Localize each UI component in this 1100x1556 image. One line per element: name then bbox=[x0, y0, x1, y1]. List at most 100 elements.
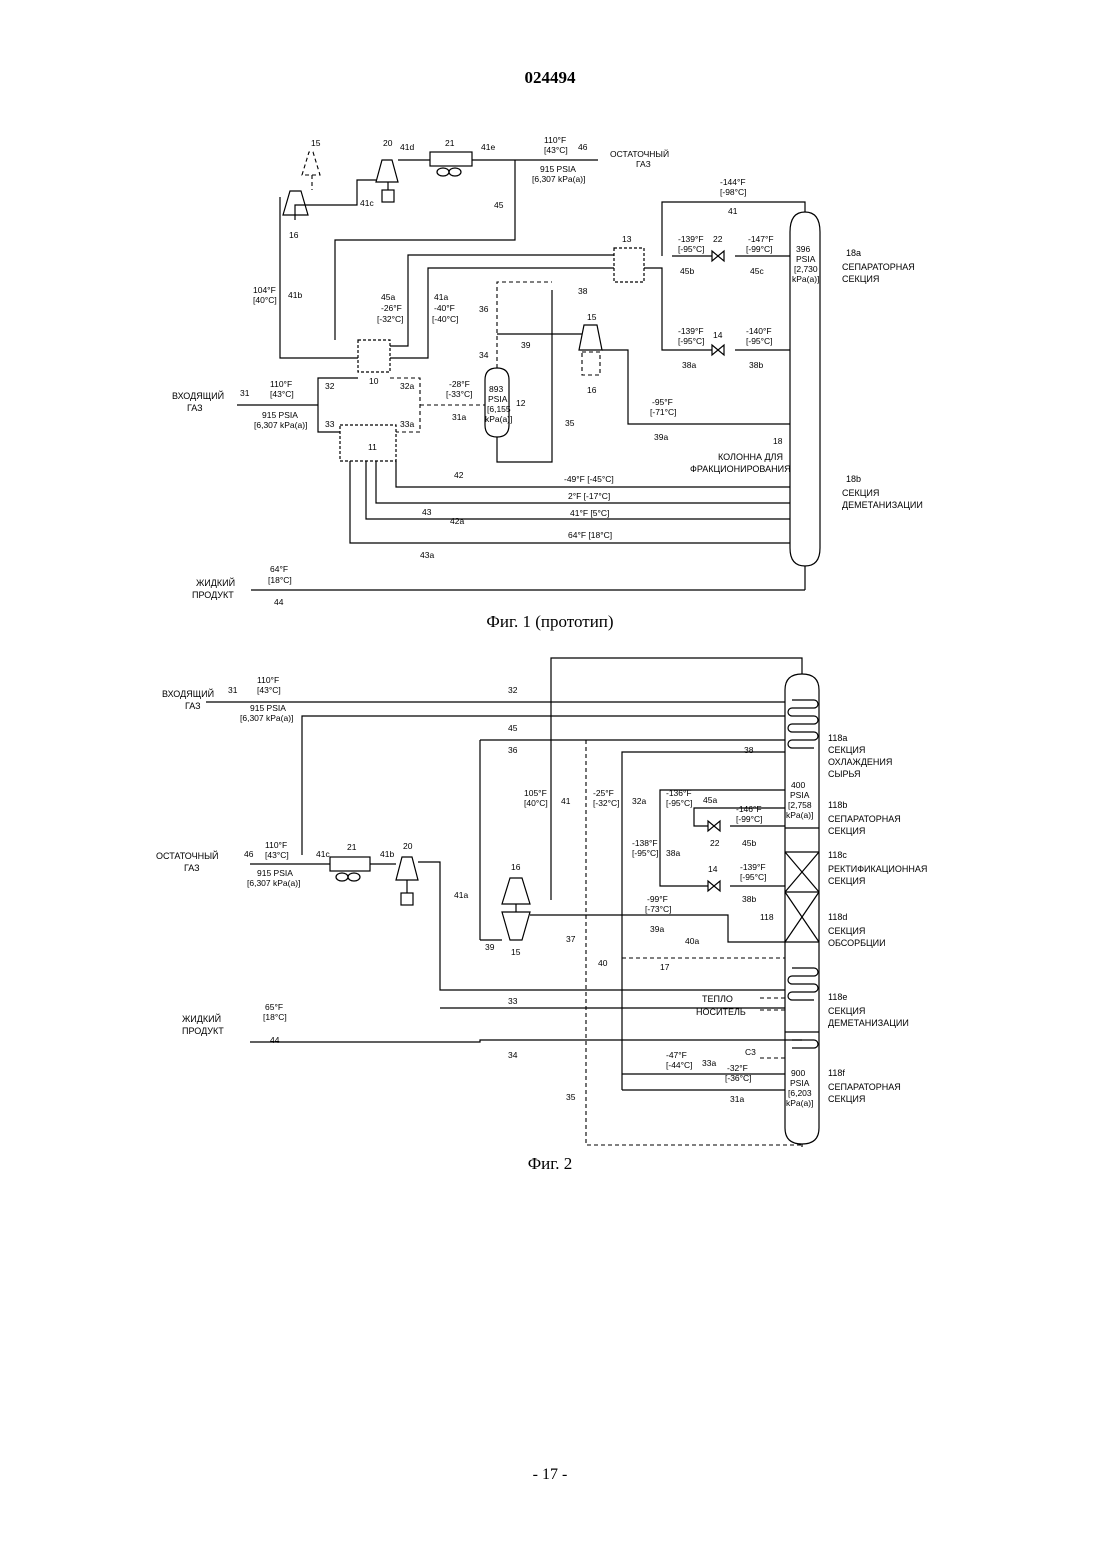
diagram-label: -28°F bbox=[449, 379, 470, 389]
diagram-label: PSIA bbox=[796, 254, 816, 264]
diagram-label: ТЕПЛО bbox=[702, 994, 733, 1004]
diagram-label: -26°F bbox=[381, 303, 402, 313]
diagram-label: 2°F [-17°C] bbox=[568, 491, 610, 501]
diagram-label: [2,730 bbox=[794, 264, 818, 274]
diagram-label: -139°F bbox=[740, 862, 766, 872]
diagram-label: ЖИДКИЙ bbox=[182, 1013, 221, 1024]
diagram-label: ОСТАТОЧНЫЙ bbox=[156, 850, 219, 861]
diagram-label: PSIA bbox=[790, 1078, 810, 1088]
diagram-label: -140°F bbox=[746, 326, 772, 336]
compressor-20 bbox=[396, 857, 418, 880]
diagram-label: ФРАКЦИОНИРОВАНИЯ bbox=[690, 464, 791, 474]
diagram-label: 38a bbox=[682, 360, 696, 370]
diagram-label: 15 bbox=[511, 947, 521, 957]
diagram-label: [-98°C] bbox=[720, 187, 747, 197]
diagram-label: ГАЗ bbox=[187, 403, 203, 413]
diagram-label: [-33°C] bbox=[446, 389, 473, 399]
diagram-label: [-99°C] bbox=[746, 244, 773, 254]
diagram-label: [2,758 bbox=[788, 800, 812, 810]
diagram-label: -40°F bbox=[434, 303, 455, 313]
diagram-label: ГАЗ bbox=[185, 701, 201, 711]
diagram-label: 38a bbox=[666, 848, 680, 858]
diagram-label: 118e bbox=[828, 992, 847, 1002]
diagram-label: -25°F bbox=[593, 788, 614, 798]
diagram-label: [-32°C] bbox=[377, 314, 404, 324]
diagram-label: ДЕМЕТАНИЗАЦИИ bbox=[828, 1018, 909, 1028]
diagram-label: 17 bbox=[660, 962, 670, 972]
cooler-21 bbox=[330, 857, 370, 871]
diagram-label: 40a bbox=[685, 936, 699, 946]
diagram-label: 36 bbox=[479, 304, 489, 314]
diagram-label: СЕПАРАТОРНАЯ bbox=[828, 814, 901, 824]
diagram-label: 118d bbox=[828, 912, 847, 922]
diagram-label: 16 bbox=[587, 385, 597, 395]
diagram-label: 41 bbox=[561, 796, 571, 806]
diagram-label: 15 bbox=[311, 138, 321, 148]
diagram-label: ОБСОРБЦИИ bbox=[828, 938, 886, 948]
diagram-label: [-73°C] bbox=[645, 904, 672, 914]
diagram-label: 43a bbox=[420, 550, 434, 560]
diagram-label: 21 bbox=[445, 138, 455, 148]
diagram-label: 396 bbox=[796, 244, 810, 254]
diagram-label: [6,307 kPa(a)] bbox=[247, 878, 300, 888]
diagram-label: -144°F bbox=[720, 177, 746, 187]
diagram-label: [43°C] bbox=[257, 685, 281, 695]
diagram-label: 42a bbox=[450, 516, 464, 526]
diagram-label: [-32°C] bbox=[593, 798, 620, 808]
diagram-label: СЕПАРАТОРНАЯ bbox=[842, 262, 915, 272]
diagram-label: 32a bbox=[632, 796, 646, 806]
diagram-label: 33a bbox=[400, 419, 414, 429]
diagram-label: 33 bbox=[508, 996, 518, 1006]
diagram-label: -146°F bbox=[736, 804, 762, 814]
heat-exchanger-10 bbox=[358, 340, 390, 372]
diagram-label: [-99°C] bbox=[736, 814, 763, 824]
diagram-label: 45c bbox=[750, 266, 764, 276]
diagram-label: 41°F [5°C] bbox=[570, 508, 609, 518]
diagram-label: [6,307 kPa(a)] bbox=[532, 174, 585, 184]
diagram-label: 110°F bbox=[257, 675, 279, 685]
diagram-label: 38b bbox=[749, 360, 763, 370]
diagram-label: 36 bbox=[508, 745, 518, 755]
diagram-label: 22 bbox=[713, 234, 723, 244]
diagram-label: 34 bbox=[479, 350, 489, 360]
expander-15 bbox=[579, 325, 602, 350]
diagram-label: ВХОДЯЩИЙ bbox=[162, 688, 214, 699]
diagram-label: 31 bbox=[240, 388, 250, 398]
compressor-20 bbox=[376, 160, 398, 182]
diagram-label: СЕКЦИЯ bbox=[828, 826, 865, 836]
diagram-label: ГАЗ bbox=[636, 159, 651, 169]
diagram-label: 14 bbox=[708, 864, 718, 874]
expander-15 bbox=[502, 912, 530, 940]
diagram-label: [-95°C] bbox=[678, 244, 705, 254]
diagram-label: 39a bbox=[654, 432, 668, 442]
diagram-label: ПРОДУКТ bbox=[192, 590, 234, 600]
diagram-label: 41b bbox=[380, 849, 394, 859]
diagram-label: -139°F bbox=[678, 234, 704, 244]
diagram-label: 16 bbox=[511, 862, 521, 872]
diagram-label: 20 bbox=[383, 138, 393, 148]
diagram-label: СЕКЦИЯ bbox=[828, 1006, 865, 1016]
diagram-label: [6,203 bbox=[788, 1088, 812, 1098]
diagram-label: ОХЛАЖДЕНИЯ bbox=[828, 757, 892, 767]
diagram-label: kPa(a)] bbox=[485, 414, 512, 424]
diagram-label: [18°C] bbox=[268, 575, 292, 585]
diagram-label: 41a bbox=[454, 890, 468, 900]
diagram-label: 31 bbox=[228, 685, 238, 695]
diagram-label: СЕКЦИЯ bbox=[828, 926, 865, 936]
diagram-label: [-44°C] bbox=[666, 1060, 693, 1070]
diagram-label: [-95°C] bbox=[746, 336, 773, 346]
diagram-label: СЕПАРАТОРНАЯ bbox=[828, 1082, 901, 1092]
diagram-label: 31a bbox=[452, 412, 466, 422]
diagram-label: -47°F bbox=[666, 1050, 687, 1060]
diagram-label: 400 bbox=[791, 780, 805, 790]
diagram-label: 35 bbox=[565, 418, 575, 428]
page-number: - 17 - bbox=[0, 1466, 1100, 1484]
diagram-label: 45 bbox=[508, 723, 518, 733]
diagram-label: -95°F bbox=[652, 397, 673, 407]
diagram-label: [-71°C] bbox=[650, 407, 677, 417]
diagram-label: 32 bbox=[508, 685, 518, 695]
diagram-label: 32 bbox=[325, 381, 335, 391]
diagram-label: 64°F bbox=[270, 564, 288, 574]
diagram-label: 65°F bbox=[265, 1002, 283, 1012]
diagram-label: 44 bbox=[274, 597, 284, 607]
